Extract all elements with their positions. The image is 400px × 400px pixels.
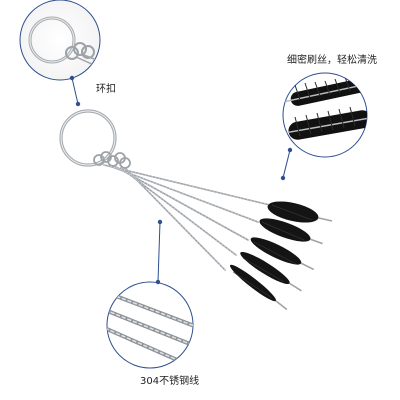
main-key-ring bbox=[59, 109, 117, 167]
jump-rings bbox=[93, 151, 131, 169]
bristle-callout-label: 细密刷丝，轻松清洗 bbox=[287, 55, 377, 66]
wire-callout-label: 304不锈钢线 bbox=[140, 376, 200, 387]
bristle-zoom-callout bbox=[282, 72, 368, 158]
bristle-heads bbox=[229, 201, 333, 311]
ring-callout-label: 环扣 bbox=[96, 84, 116, 95]
wire-zoom-callout bbox=[106, 281, 194, 369]
ring-zoom-callout bbox=[19, 0, 101, 81]
